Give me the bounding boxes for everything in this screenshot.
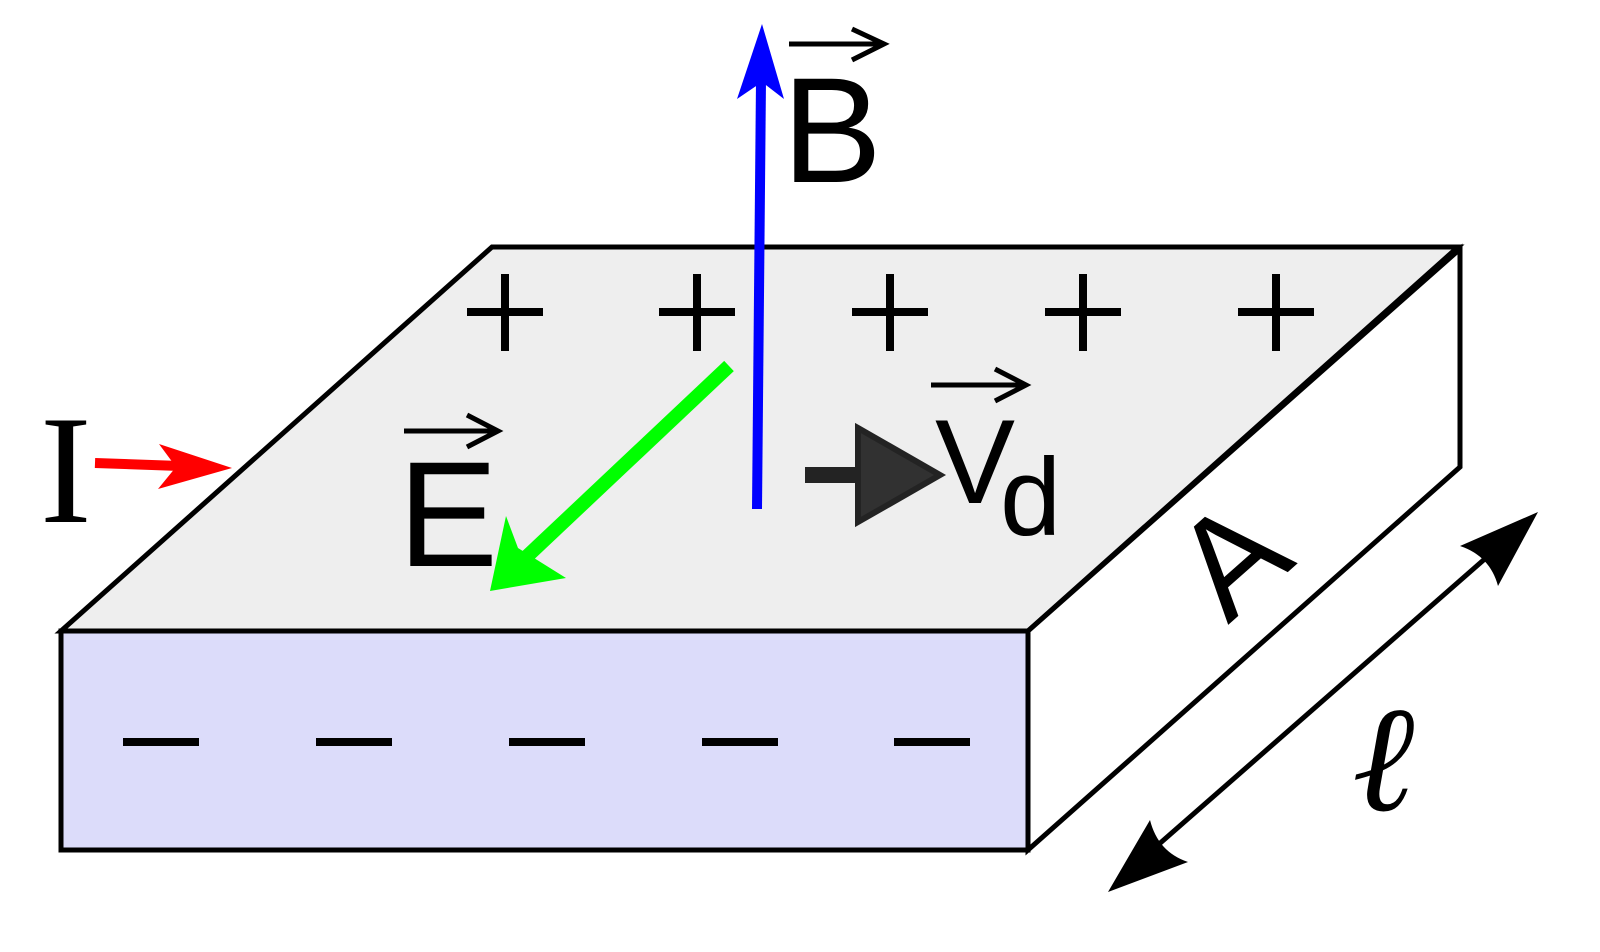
current-label: I	[40, 384, 92, 556]
length-arrow	[1108, 512, 1538, 892]
slab-side-face	[1025, 243, 1463, 856]
plus-sign	[852, 274, 928, 351]
vector-arrow-icon	[404, 412, 504, 450]
plus-sign	[1238, 274, 1314, 351]
drift-velocity-arrow	[805, 422, 947, 528]
drift-velocity-label: V	[935, 395, 1015, 529]
electric-field-label: E	[398, 430, 498, 598]
plus-sign	[659, 274, 735, 351]
drift-velocity-subscript: d	[1000, 436, 1061, 559]
vector-arrow-icon	[931, 366, 1032, 404]
current-arrow	[94, 444, 232, 489]
magnetic-field-label: B	[782, 46, 882, 214]
magnetic-field-arrow	[737, 24, 784, 510]
positive-charges	[467, 274, 1314, 351]
electric-field-arrow	[490, 360, 734, 591]
vector-arrow-icon	[789, 26, 890, 63]
length-label: ℓ	[1352, 677, 1414, 843]
plus-sign	[467, 274, 543, 351]
plus-sign	[1045, 274, 1121, 351]
